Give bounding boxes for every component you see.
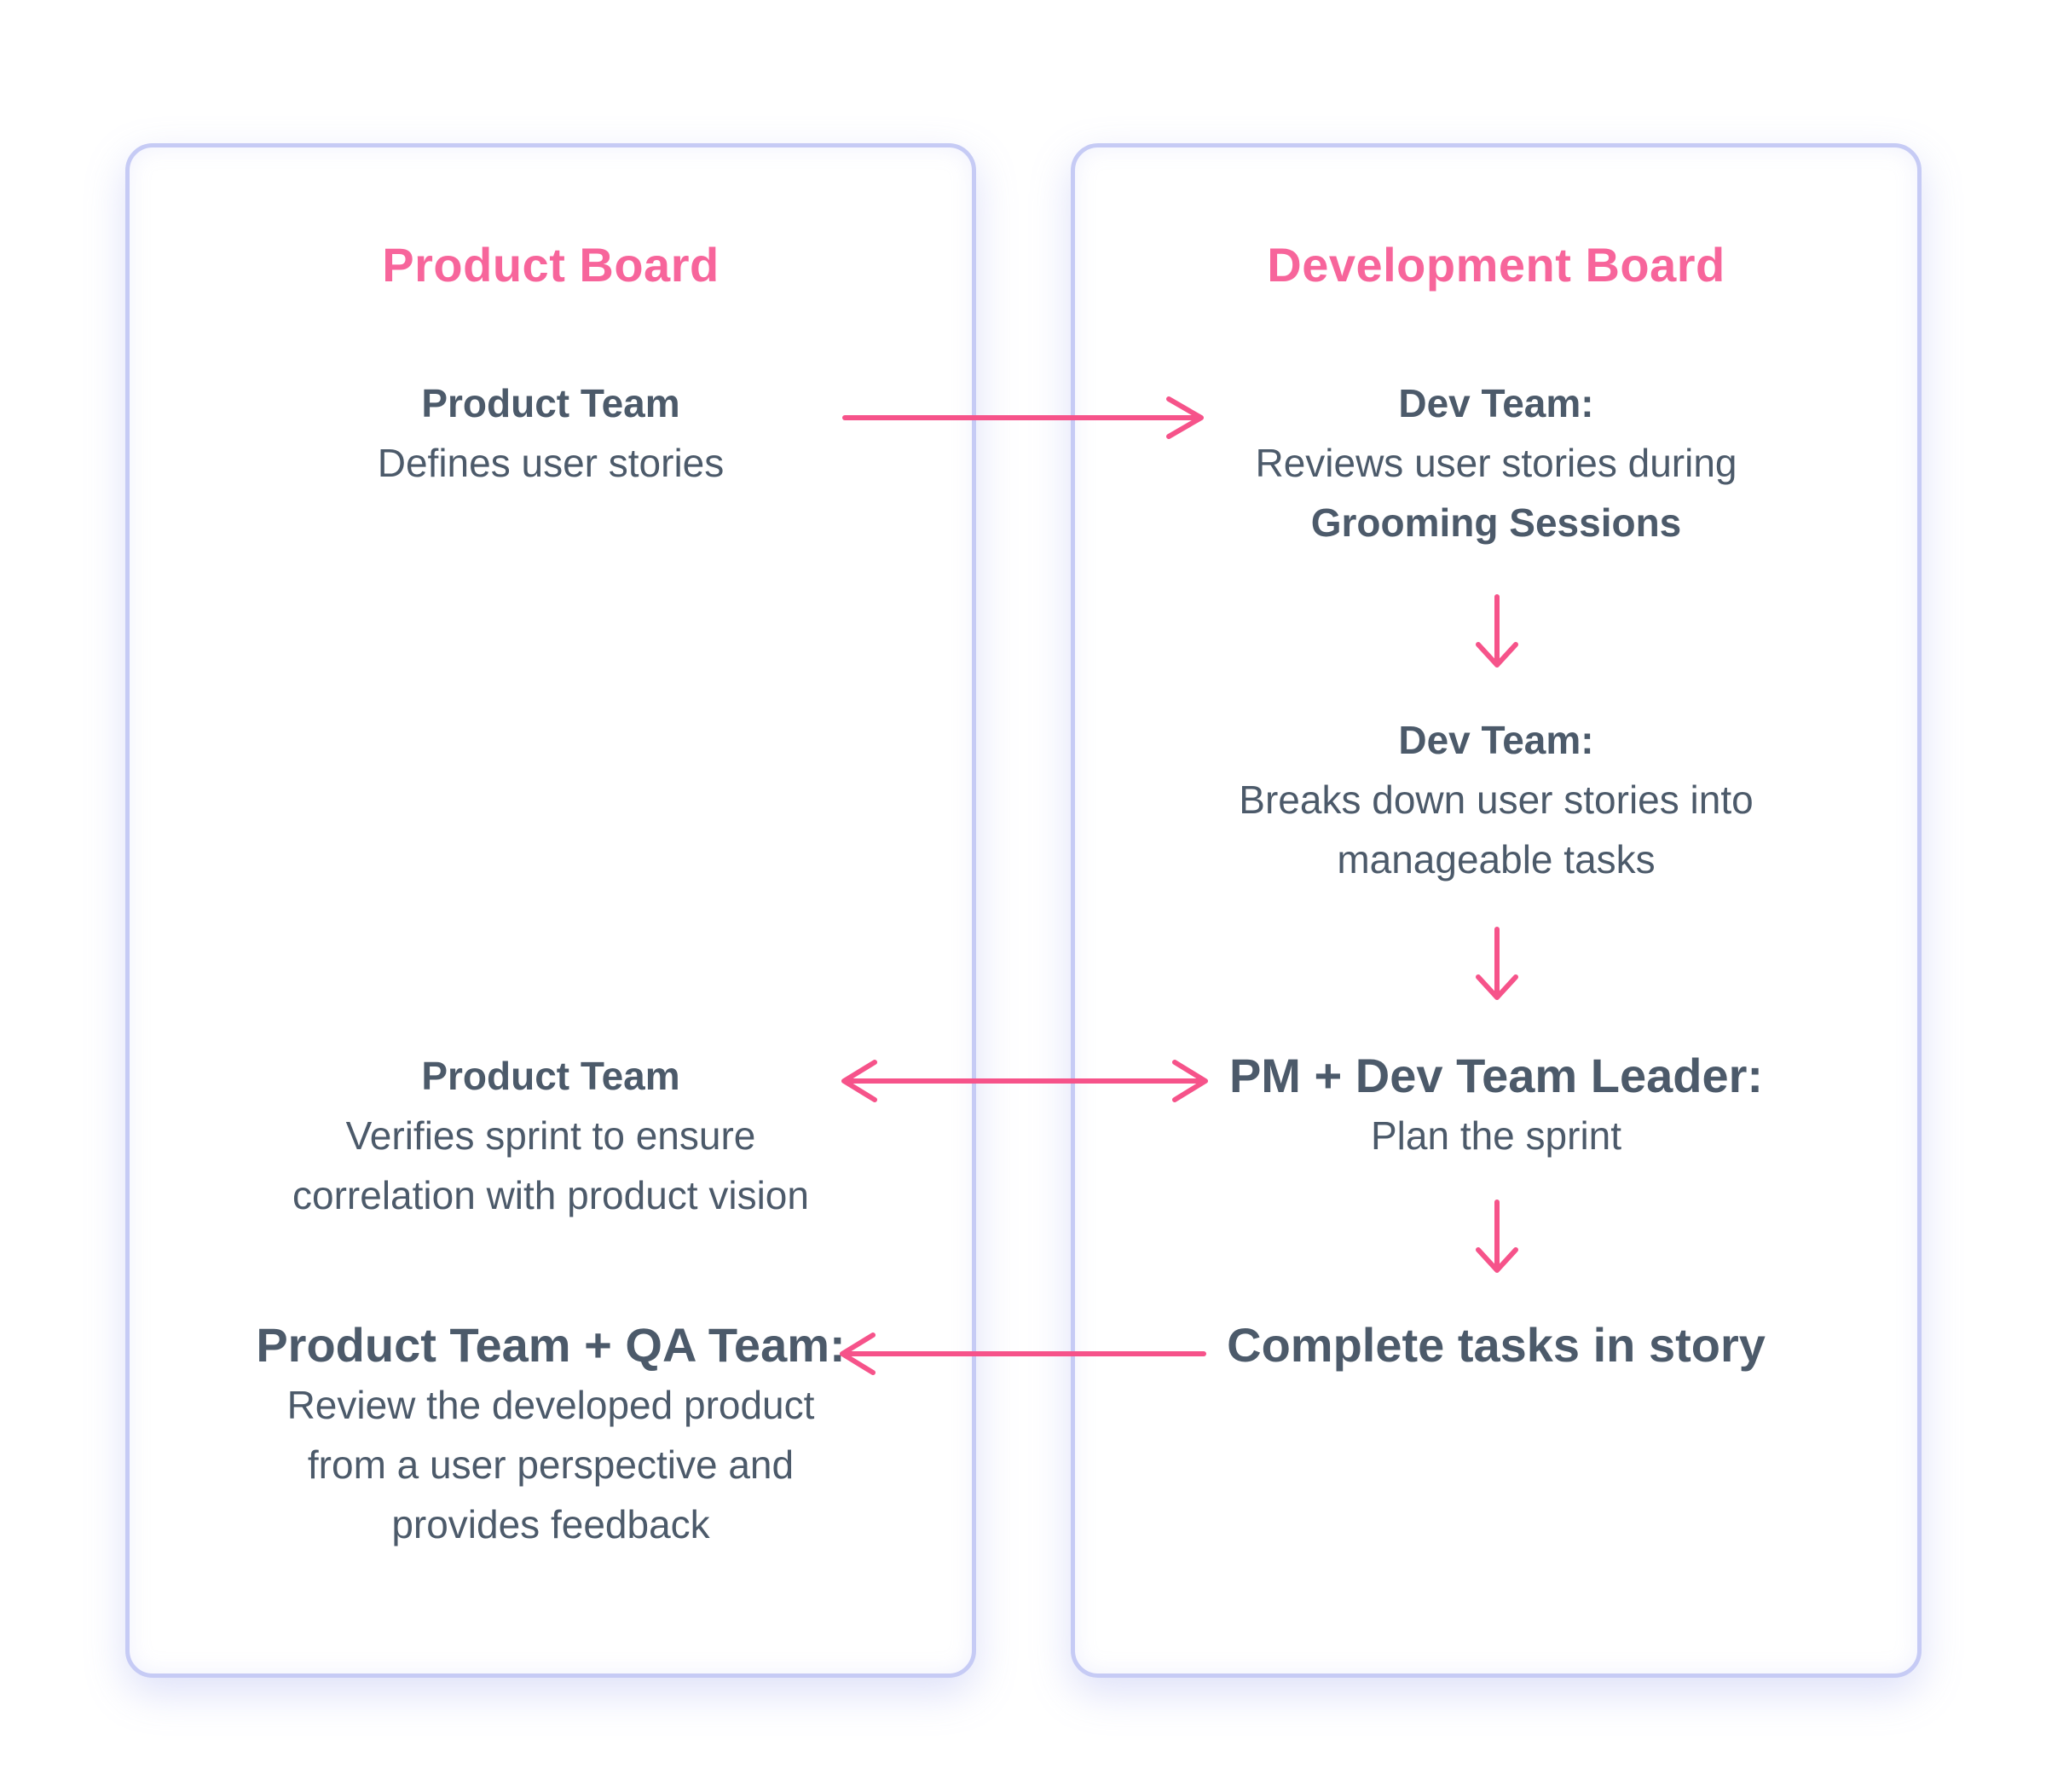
product-qa-review-block: Product Team + QA Team: Review the devel…	[130, 1315, 972, 1554]
complete-tasks-block: Complete tasks in story	[1075, 1315, 1917, 1375]
block-heading: Complete tasks in story	[1227, 1318, 1766, 1372]
block-heading: PM + Dev Team Leader:	[1228, 1049, 1764, 1102]
block-text-line: Plan the sprint	[1370, 1113, 1622, 1158]
block-heading: Dev Team:	[1398, 718, 1594, 762]
arrow-down-icon	[1471, 1199, 1523, 1275]
development-board-card: Development Board Dev Team: Reviews user…	[1071, 143, 1922, 1678]
block-text-line: Reviews user stories during	[1255, 441, 1737, 485]
block-heading: Product Team	[421, 381, 680, 425]
block-text-line: Verifies sprint to ensure	[345, 1113, 756, 1158]
arrow-left-icon	[837, 1328, 1212, 1379]
block-heading: Product Team + QA Team:	[256, 1318, 846, 1372]
block-text-line: manageable tasks	[1337, 837, 1656, 882]
block-text-line: Review the developed product	[286, 1383, 815, 1427]
block-heading: Dev Team:	[1398, 381, 1594, 425]
block-text-line: from a user perspective and	[307, 1442, 795, 1487]
arrow-down-icon	[1471, 926, 1523, 1003]
development-board-title: Development Board	[1267, 237, 1725, 292]
arrow-down-icon	[1471, 593, 1523, 670]
block-text-line: correlation with product vision	[292, 1173, 809, 1217]
dev-team-grooming-block: Dev Team: Reviews user stories during Gr…	[1075, 373, 1917, 552]
product-team-defines-block: Product Team Defines user stories	[130, 373, 972, 493]
block-text-line: Breaks down user stories into	[1239, 777, 1754, 822]
dev-team-breakdown-block: Dev Team: Breaks down user stories into …	[1075, 710, 1917, 889]
block-text-emphasis: Grooming Sessions	[1310, 500, 1682, 545]
block-heading: Product Team	[421, 1054, 680, 1098]
pm-dev-lead-plan-block: PM + Dev Team Leader: Plan the sprint	[1075, 1046, 1917, 1165]
arrow-right-icon	[840, 392, 1215, 443]
product-team-verifies-block: Product Team Verifies sprint to ensure c…	[130, 1046, 972, 1225]
product-board-card: Product Board Product Team Defines user …	[125, 143, 976, 1678]
block-text-line: provides feedback	[391, 1502, 710, 1546]
block-text-line: Defines user stories	[377, 441, 725, 485]
arrow-left-right-icon	[837, 1055, 1212, 1107]
product-board-title: Product Board	[382, 237, 720, 292]
